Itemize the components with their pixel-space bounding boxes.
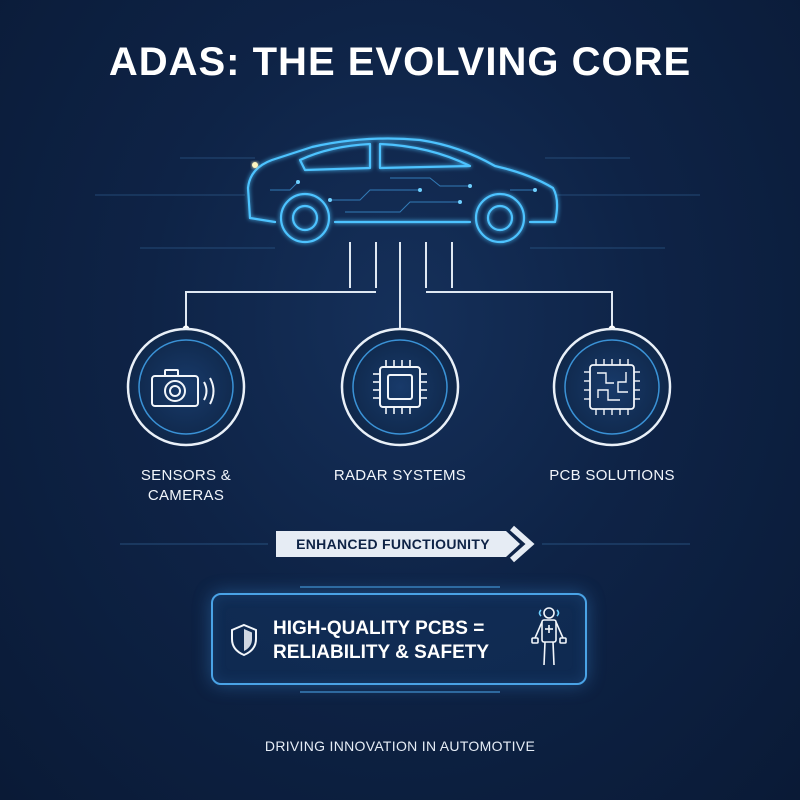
- callout-glow-lines: [300, 586, 500, 693]
- callout-box: HIGH-QUALITY PCBS = RELIABILITY & SAFETY: [211, 593, 587, 685]
- callout-text: HIGH-QUALITY PCBS = RELIABILITY & SAFETY: [273, 618, 490, 663]
- flow-label: ENHANCED FUNCTIOUNITY: [296, 536, 490, 552]
- connector-lines: [185, 242, 613, 332]
- flow-arrow-chevron: [510, 525, 535, 563]
- footer-tagline: DRIVING INNOVATION IN AUTOMOTIVE: [264, 738, 536, 754]
- car-circuit-traces: [270, 177, 535, 213]
- component-label-pcb: PCB SOLUTIONS: [549, 467, 675, 484]
- chip-icon: [373, 360, 427, 414]
- pcb-icon: [584, 359, 640, 415]
- component-circles: [126, 327, 672, 447]
- flow-arrow: [276, 531, 520, 557]
- component-label-sensors: SENSORS & CAMERAS: [140, 467, 232, 504]
- component-label-radar: RADAR SYSTEMS: [333, 467, 467, 484]
- headlight-glow: [252, 162, 258, 168]
- camera-icon: [151, 369, 215, 407]
- worker-icon: [531, 607, 567, 666]
- car-circuit-nodes: [296, 180, 537, 204]
- car-icon: [246, 137, 559, 244]
- data-lines: [95, 157, 700, 249]
- shield-icon: [231, 623, 257, 657]
- page-title: ADAS: THE EVOLVING CORE: [108, 40, 692, 84]
